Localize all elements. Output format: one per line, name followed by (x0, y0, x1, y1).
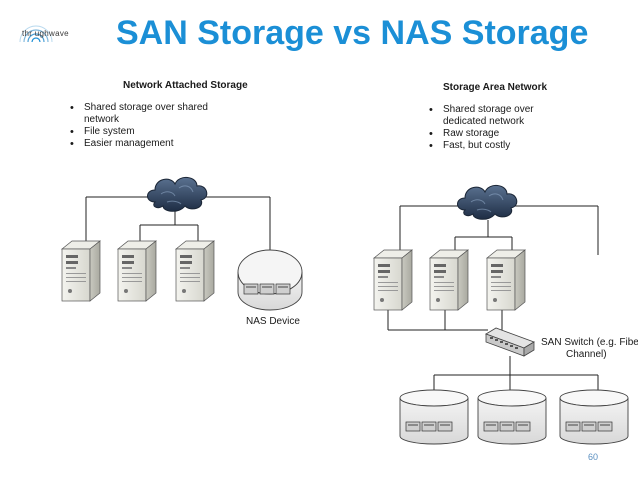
nas-cloud-icon (147, 176, 208, 212)
san-disk-array-icon (477, 389, 547, 445)
nas-bullet: File system (68, 126, 228, 138)
nas-bullet: Shared storage over shared network (68, 102, 228, 126)
san-switch-icon (485, 327, 535, 357)
nas-bullet: Easier management (68, 138, 228, 150)
nas-bullet-list: Shared storage over shared network File … (68, 102, 228, 150)
san-switch-label-line1: SAN Switch (e.g. Fiber (541, 337, 638, 348)
nas-server-icon (175, 240, 215, 302)
page-number: 60 (588, 452, 599, 462)
san-disk-array-icon (399, 389, 469, 445)
san-disk-array-icon (559, 389, 629, 445)
san-heading: Storage Area Network (443, 82, 548, 93)
san-server-icon (373, 249, 413, 311)
san-bullet-list: Shared storage over dedicated network Ra… (427, 104, 557, 152)
nas-server-icon (117, 240, 157, 302)
nas-heading: Network Attached Storage (123, 80, 248, 91)
san-switch-label-line2: Channel) (566, 349, 607, 360)
san-bullet: Fast, but costly (427, 140, 557, 152)
nas-device-icon (237, 249, 303, 311)
nas-server-icon (61, 240, 101, 302)
logo-icon (19, 25, 53, 43)
san-cloud-icon (457, 184, 518, 220)
page-title: SAN Storage vs NAS Storage (116, 14, 589, 52)
san-server-icon (429, 249, 469, 311)
san-server-icon (486, 249, 526, 311)
san-bullet: Shared storage over dedicated network (427, 104, 557, 128)
logo-text: thr ughwave (22, 29, 69, 38)
nas-device-label: NAS Device (246, 316, 300, 327)
san-bullet: Raw storage (427, 128, 557, 140)
